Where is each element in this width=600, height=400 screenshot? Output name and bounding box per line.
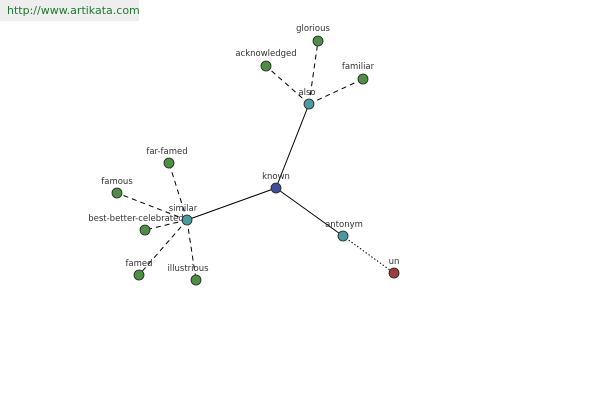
node-famous[interactable]: famous xyxy=(101,177,133,199)
node-circle-un[interactable] xyxy=(388,267,400,279)
edge-also-familiar xyxy=(308,78,364,105)
node-label-similar: similar xyxy=(169,204,198,214)
node-circle-best-better-celebrated[interactable] xyxy=(139,224,151,236)
node-far-famed[interactable]: far-famed xyxy=(146,147,188,169)
nodes-layer: known also similar antonym glorious acknowled… xyxy=(88,24,400,286)
edge-similar-famous xyxy=(116,192,188,221)
node-circle-acknowledged[interactable] xyxy=(260,60,272,72)
edge-known-similar xyxy=(186,187,277,221)
node-familiar[interactable]: familiar xyxy=(342,62,375,85)
site-url-link[interactable]: http://www.artikata.com xyxy=(7,4,140,17)
node-similar[interactable]: similar xyxy=(169,204,198,226)
node-antonym[interactable]: antonym xyxy=(325,220,363,242)
node-glorious[interactable]: glorious xyxy=(296,24,330,47)
node-circle-antonym[interactable] xyxy=(337,230,349,242)
node-circle-known[interactable] xyxy=(270,182,282,194)
node-acknowledged[interactable]: acknowledged xyxy=(235,49,297,72)
edge-known-antonym xyxy=(275,187,344,237)
node-label-famed: famed xyxy=(125,259,152,269)
node-label-familiar: familiar xyxy=(342,62,375,72)
node-label-un: un xyxy=(389,257,400,267)
node-label-acknowledged: acknowledged xyxy=(235,49,296,59)
node-circle-illustrious[interactable] xyxy=(190,274,202,286)
node-label-also: also xyxy=(298,88,315,98)
node-label-best-better-celebrated: best-better-celebrated xyxy=(88,214,184,224)
node-circle-also[interactable] xyxy=(303,98,315,110)
node-famed[interactable]: famed xyxy=(125,259,153,281)
url-banner: http://www.artikata.com xyxy=(0,0,140,21)
edge-also-acknowledged xyxy=(265,65,310,105)
edge-similar-best-better-celebrated xyxy=(144,219,188,231)
edge-also-glorious xyxy=(308,40,319,105)
edge-known-also xyxy=(275,103,310,189)
node-circle-similar[interactable] xyxy=(181,214,193,226)
node-circle-famous[interactable] xyxy=(111,187,123,199)
node-also[interactable]: also xyxy=(298,88,316,110)
node-label-famous: famous xyxy=(101,177,133,187)
node-best-better-celebrated[interactable]: best-better-celebrated xyxy=(88,214,184,236)
node-illustrious[interactable]: illustrious xyxy=(167,264,209,286)
edge-similar-far-famed xyxy=(168,162,188,221)
node-known[interactable]: known xyxy=(262,172,290,194)
edges-layer xyxy=(116,40,395,281)
edge-similar-illustrious xyxy=(186,219,197,281)
node-un[interactable]: un xyxy=(388,257,400,279)
node-label-glorious: glorious xyxy=(296,24,330,34)
node-circle-far-famed[interactable] xyxy=(163,157,175,169)
edge-antonym-un xyxy=(342,235,395,274)
node-circle-familiar[interactable] xyxy=(357,73,369,85)
node-label-illustrious: illustrious xyxy=(167,264,209,274)
node-label-far-famed: far-famed xyxy=(146,147,187,157)
node-label-known: known xyxy=(262,172,290,182)
node-label-antonym: antonym xyxy=(325,220,363,230)
edge-similar-famed xyxy=(138,219,188,276)
node-circle-famed[interactable] xyxy=(133,269,145,281)
node-circle-glorious[interactable] xyxy=(312,35,324,47)
